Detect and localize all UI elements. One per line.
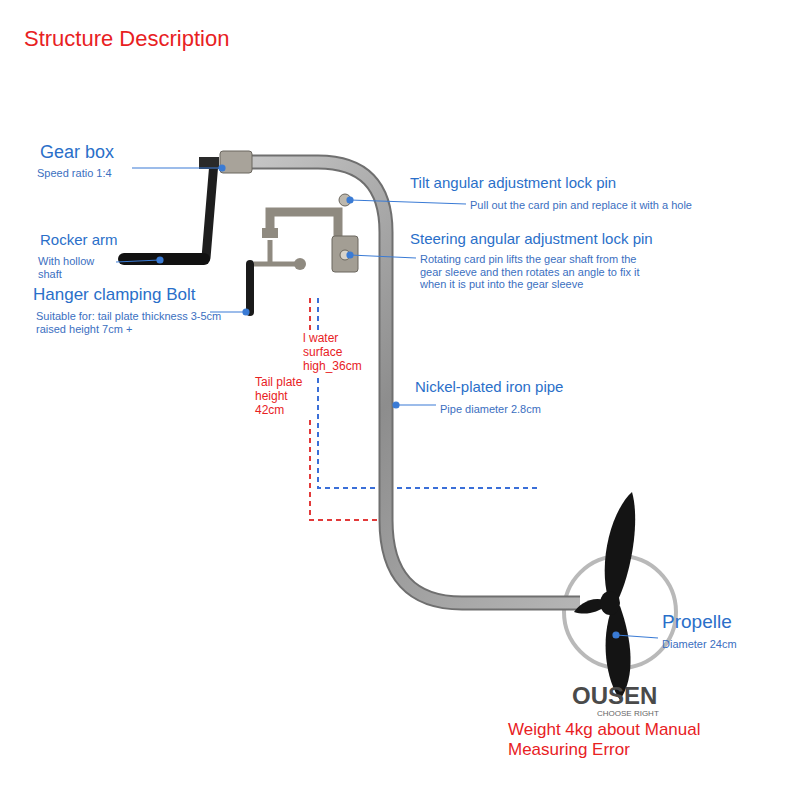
watermark: OUSEN <box>572 682 657 710</box>
part-name: Rocker arm <box>40 231 118 248</box>
part-name: Nickel-plated iron pipe <box>415 378 563 395</box>
clamp <box>270 212 338 236</box>
clamp-bolt <box>254 240 300 264</box>
dimension-label: Tail plate height 42cm <box>255 376 307 417</box>
part-name: Tilt angular adjustment lock pin <box>410 174 616 191</box>
note: Weight 4kg about Manual Measuring Error <box>508 720 743 759</box>
gear-box <box>220 151 252 173</box>
title: Structure Description <box>24 26 229 51</box>
part-note: Diameter 24cm <box>662 638 737 651</box>
bolt-handle <box>246 264 254 312</box>
part-name: Propelle <box>662 611 732 633</box>
steering-sleeve <box>332 236 358 272</box>
watermark: CHOOSE RIGHT <box>597 709 659 718</box>
pipe <box>228 162 580 603</box>
part-note: Suitable for: tail plate thickness 3-5cm… <box>36 310 236 335</box>
part-note: Pull out the card pin and replace it wit… <box>470 199 695 212</box>
part-note: Pipe diameter 2.8cm <box>440 403 541 416</box>
part-note: Rotating card pin lifts the gear shaft f… <box>420 253 660 291</box>
pipe-outline <box>228 162 580 603</box>
rocker-handle <box>124 253 204 265</box>
part-note: With hollow shaft <box>38 255 110 280</box>
part-name: Steering angular adjustment lock pin <box>410 230 653 247</box>
crank-arm <box>206 162 214 258</box>
part-name: Hanger clamping Bolt <box>33 285 196 305</box>
dimension-label: l water surface high_36cm <box>303 332 377 373</box>
crank-hub <box>199 157 219 169</box>
clamp-jaw <box>262 228 278 238</box>
leader-lines <box>116 165 658 638</box>
propeller <box>574 492 635 700</box>
part-note: Speed ratio 1:4 <box>37 167 112 180</box>
part-name: Gear box <box>40 142 114 163</box>
clamp-pad <box>294 258 306 270</box>
